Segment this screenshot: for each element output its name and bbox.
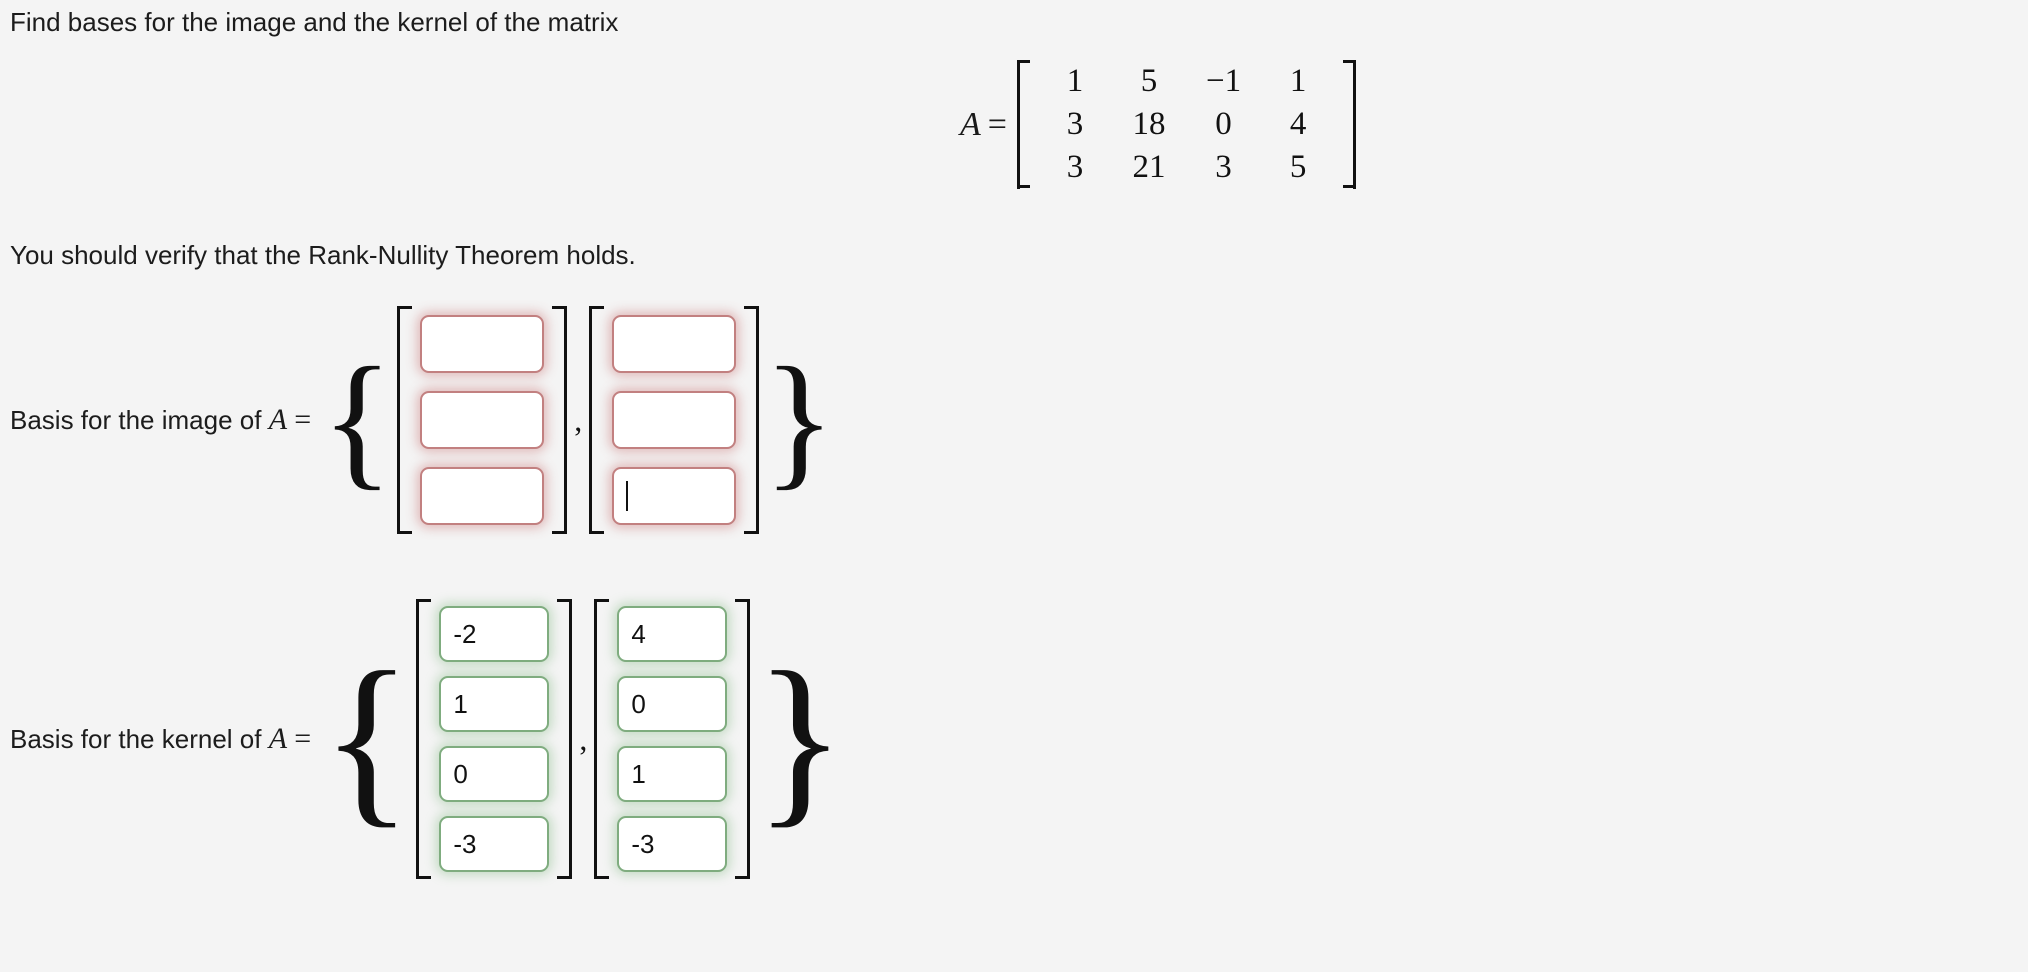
image-input-v2-r2[interactable] — [612, 391, 737, 449]
kernel-input-v1-r3[interactable]: 0 — [439, 746, 550, 802]
kernel-basis-vector-2: 4 0 1 -3 — [594, 585, 751, 893]
kernel-basis-open-brace: { — [321, 634, 413, 844]
matrix-cell: 4 — [1289, 106, 1307, 142]
image-basis-separator: , — [574, 401, 583, 438]
vector-left-bracket — [416, 599, 433, 879]
matrix-cell: 5 — [1140, 63, 1158, 99]
image-input-v2-r3[interactable] — [612, 467, 737, 525]
image-basis-label: Basis for the image of A = — [10, 403, 311, 437]
image-input-v1-r1[interactable] — [420, 315, 545, 373]
matrix-equals-sign: = — [987, 105, 1007, 143]
text-caret — [626, 481, 629, 511]
kernel-basis-row: Basis for the kernel of A = { -2 1 0 -3 … — [10, 585, 846, 893]
kernel-input-v2-r4[interactable]: -3 — [617, 816, 728, 872]
matrix-cell: 3 — [1066, 149, 1084, 185]
matrix-cell: 18 — [1132, 106, 1166, 142]
vector-left-bracket — [397, 306, 414, 534]
kernel-basis-label-eq: = — [294, 722, 312, 755]
image-basis-open-brace: { — [321, 337, 394, 503]
matrix-right-bracket — [1341, 60, 1357, 189]
kernel-input-v2-r3[interactable]: 1 — [617, 746, 728, 802]
image-basis-close-brace: } — [763, 337, 836, 503]
image-vector-1-cells — [414, 306, 550, 534]
matrix-cell: 3 — [1066, 106, 1084, 142]
image-input-v1-r3[interactable] — [420, 467, 545, 525]
kernel-input-v1-r2[interactable]: 1 — [439, 676, 550, 732]
matrix-name: A — [960, 105, 982, 143]
matrix-left-bracket — [1016, 60, 1032, 189]
vector-left-bracket — [589, 306, 606, 534]
matrix-row: 3 21 3 5 — [1038, 146, 1335, 189]
vector-left-bracket — [594, 599, 611, 879]
kernel-basis-label-text: Basis for the kernel of — [10, 724, 262, 754]
matrix-cell: 1 — [1066, 63, 1084, 99]
vector-right-bracket — [555, 599, 573, 879]
image-basis-vector-1 — [397, 292, 568, 548]
image-input-v1-r2[interactable] — [420, 391, 545, 449]
matrix-cell: 3 — [1215, 149, 1232, 185]
vector-right-bracket — [742, 306, 760, 534]
matrix-grid: 1 5 −1 1 3 18 0 4 3 21 3 5 — [1038, 60, 1335, 189]
image-input-v2-r1[interactable] — [612, 315, 737, 373]
matrix-definition: A = 1 5 −1 1 3 18 0 4 3 21 3 5 — [960, 60, 1357, 189]
kernel-input-v2-r1[interactable]: 4 — [617, 606, 728, 662]
image-basis-label-text: Basis for the image of — [10, 405, 262, 435]
kernel-basis-label: Basis for the kernel of A = — [10, 722, 311, 756]
kernel-vector-1-cells: -2 1 0 -3 — [433, 599, 555, 879]
image-basis-label-eq: = — [294, 403, 312, 436]
problem-instruction: Find bases for the image and the kernel … — [10, 7, 619, 37]
kernel-vector-2-cells: 4 0 1 -3 — [611, 599, 733, 879]
vector-right-bracket — [733, 599, 751, 879]
kernel-basis-label-var: A — [268, 722, 288, 755]
image-vector-2-cells — [606, 306, 742, 534]
matrix-cell: 1 — [1289, 63, 1307, 99]
vector-right-bracket — [550, 306, 568, 534]
image-basis-vector-2 — [589, 292, 760, 548]
kernel-input-v1-r1[interactable]: -2 — [439, 606, 550, 662]
matrix-row: 3 18 0 4 — [1038, 103, 1335, 146]
kernel-basis-vector-1: -2 1 0 -3 — [416, 585, 573, 893]
matrix-cell: 5 — [1289, 149, 1307, 185]
matrix-cell: −1 — [1205, 63, 1242, 99]
kernel-input-v2-r2[interactable]: 0 — [617, 676, 728, 732]
matrix-cell: 0 — [1215, 106, 1232, 142]
kernel-basis-close-brace: } — [754, 634, 846, 844]
kernel-basis-separator: , — [579, 720, 588, 757]
image-basis-row: Basis for the image of A = { , } — [10, 292, 835, 548]
matrix-cell: 21 — [1132, 149, 1166, 185]
matrix-row: 1 5 −1 1 — [1038, 60, 1335, 103]
image-basis-label-var: A — [268, 403, 288, 436]
rank-nullity-note: You should verify that the Rank-Nullity … — [10, 240, 636, 270]
kernel-input-v1-r4[interactable]: -3 — [439, 816, 550, 872]
